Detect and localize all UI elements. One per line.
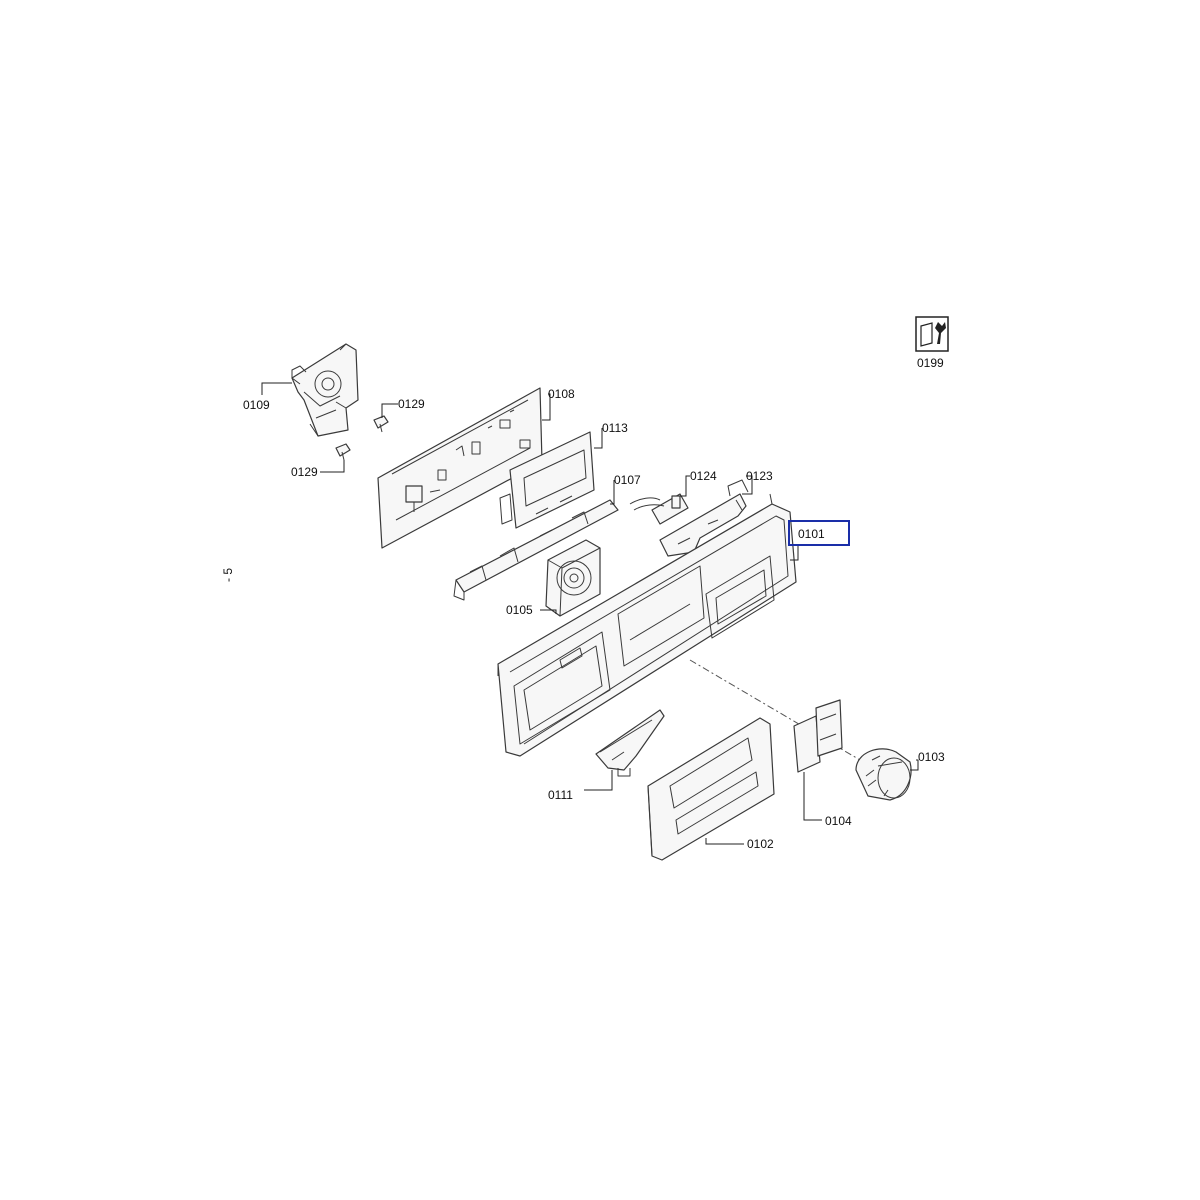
label-0102: 0102 xyxy=(747,837,774,851)
label-0113: 0113 xyxy=(602,421,628,435)
part-0111-lever[interactable] xyxy=(595,709,665,777)
part-0113-display-module[interactable] xyxy=(499,431,595,529)
part-0129-screw-upper[interactable] xyxy=(373,415,389,433)
label-0123: 0123 xyxy=(746,469,773,483)
callout-0109: 0109 xyxy=(243,382,292,412)
part-0123-holder[interactable] xyxy=(659,479,749,557)
callout-0111: 0111 xyxy=(548,770,613,802)
label-0109: 0109 xyxy=(243,398,270,412)
part-0103-knob[interactable] xyxy=(855,748,912,801)
callout-0103: 0103 xyxy=(910,750,945,771)
label-0103: 0103 xyxy=(918,750,945,764)
part-0124-sensor[interactable] xyxy=(629,493,689,525)
part-0101-control-panel[interactable] xyxy=(497,493,797,757)
callout-0124: 0124 xyxy=(680,469,717,497)
callout-0107: 0107 xyxy=(610,473,641,505)
label-0101: 0101 xyxy=(798,527,825,541)
label-0129-lower: 0129 xyxy=(291,465,318,479)
callout-0129-lower: 0129 xyxy=(291,460,345,479)
part-0105-selector-housing[interactable] xyxy=(545,539,601,617)
part-0107-button-strip[interactable] xyxy=(453,499,619,601)
label-0105: 0105 xyxy=(506,603,533,617)
part-0129-screw-lower[interactable] xyxy=(335,443,351,461)
callout-0104: 0104 xyxy=(803,772,852,828)
part-0108-control-board[interactable] xyxy=(377,387,543,549)
highlight-box-0101 xyxy=(788,520,850,546)
callout-0129-upper: 0129 xyxy=(381,397,425,418)
assembly-axis-line xyxy=(689,659,861,761)
wrench-icon[interactable] xyxy=(915,316,949,352)
part-0109-bracket[interactable] xyxy=(291,343,359,437)
callout-0101: 0101 xyxy=(788,520,850,561)
callout-0108: 0108 xyxy=(542,387,575,421)
label-0199: 0199 xyxy=(917,356,944,370)
part-0102-drawer-front[interactable] xyxy=(647,717,775,861)
label-0104: 0104 xyxy=(825,814,852,828)
callout-0102: 0102 xyxy=(705,837,774,851)
part-0104-label-plate[interactable] xyxy=(793,699,843,773)
label-0107: 0107 xyxy=(614,473,641,487)
callout-0123: 0123 xyxy=(742,469,773,495)
label-0129-upper: 0129 xyxy=(398,397,425,411)
margin-mark: - 5 xyxy=(221,568,235,582)
label-0108: 0108 xyxy=(548,387,575,401)
callout-0113: 0113 xyxy=(594,421,628,449)
label-0111: 0111 xyxy=(548,788,573,802)
label-0124: 0124 xyxy=(690,469,717,483)
callout-0105: 0105 xyxy=(506,603,557,617)
